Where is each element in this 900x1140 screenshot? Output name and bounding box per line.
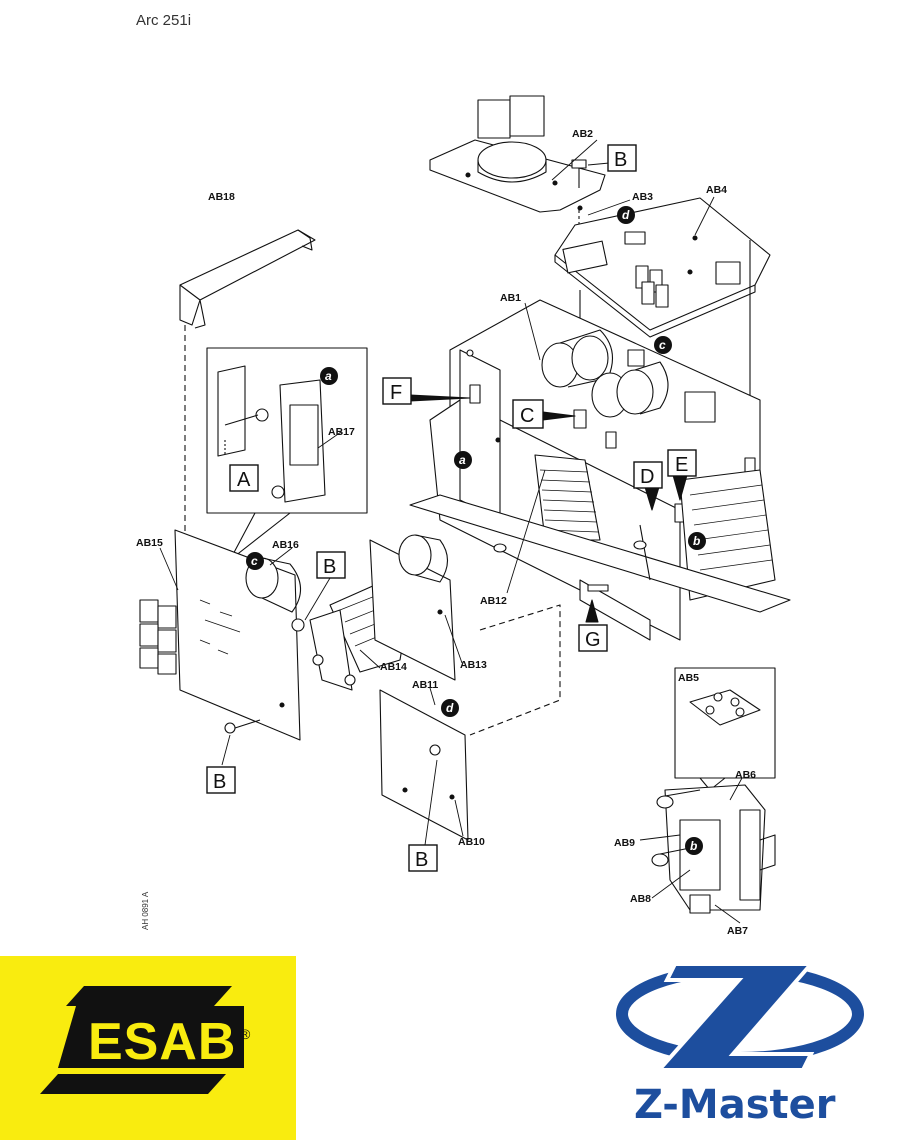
callout-box-b-bottom: B [415,849,428,871]
callout-box-f: F [390,382,402,404]
callout-box-a: A [237,469,251,491]
output-terminal-inset-ab5 [674,667,776,791]
callout-box-g: G [585,629,601,651]
esab-logo-text: ESAB [88,1013,237,1071]
callout-circle-b-output: b [690,839,697,853]
zmaster-logo-mark [616,962,864,1072]
exploded-parts-diagram: AB2 AB3 AB4 AB1 AB18 AB17 AB15 AB16 AB12… [136,95,791,937]
handle-bracket-ab18 [179,229,316,570]
callout-box-b-left: B [213,771,226,793]
callout-box-b-top: B [614,149,627,171]
part-label-ab13: AB13 [460,659,487,671]
part-label-ab5: AB5 [678,672,699,684]
callout-circle-b-transformer: b [693,534,700,548]
callout-circle-d-bottom: d [446,701,454,715]
part-label-ab14: AB14 [380,661,407,673]
callout-circle-a-inset: a [325,369,332,383]
part-label-ab12: AB12 [480,595,507,607]
callout-box-e: E [675,454,688,476]
bracket-ab13 [369,534,456,681]
callout-box-d: D [640,466,654,488]
callout-box-b-middle: B [323,556,336,578]
igbt-module-inset-ab17 [206,347,368,561]
part-label-ab10: AB10 [458,836,485,848]
callout-circle-d-top: d [622,208,630,222]
esab-logo-mark [40,986,244,1094]
callout-circle-c-left: c [251,554,258,568]
drawing-code: AH 0891 A [141,891,150,930]
part-label-ab2: AB2 [572,128,593,140]
part-label-ab17: AB17 [328,426,355,438]
part-label-ab16: AB16 [272,539,299,551]
page-title: Arc 251i [136,12,192,29]
part-label-ab3: AB3 [632,191,653,203]
pcb-ab11-ab10 [379,604,561,841]
main-chassis-ab1 [409,299,791,641]
part-label-ab9: AB9 [614,837,635,849]
part-label-ab4: AB4 [706,184,727,196]
control-board-ab4 [554,197,771,460]
part-label-ab6: AB6 [735,769,756,781]
output-block-ab6-ab9 [651,784,776,914]
callout-circle-a-chassis: a [459,453,466,467]
callout-box-c: C [520,405,534,427]
transformer-board-ab2 [429,95,606,260]
part-label-ab8: AB8 [630,893,651,905]
esab-registered-mark: ® [240,1026,251,1042]
callout-circle-c-right: c [659,338,666,352]
part-label-ab1: AB1 [500,292,521,304]
zmaster-logo-text: Z-Master [634,1082,836,1128]
part-label-ab11: AB11 [412,679,438,691]
part-label-ab18: AB18 [208,191,235,203]
part-label-ab7: AB7 [727,925,748,937]
part-label-ab15: AB15 [136,537,163,549]
